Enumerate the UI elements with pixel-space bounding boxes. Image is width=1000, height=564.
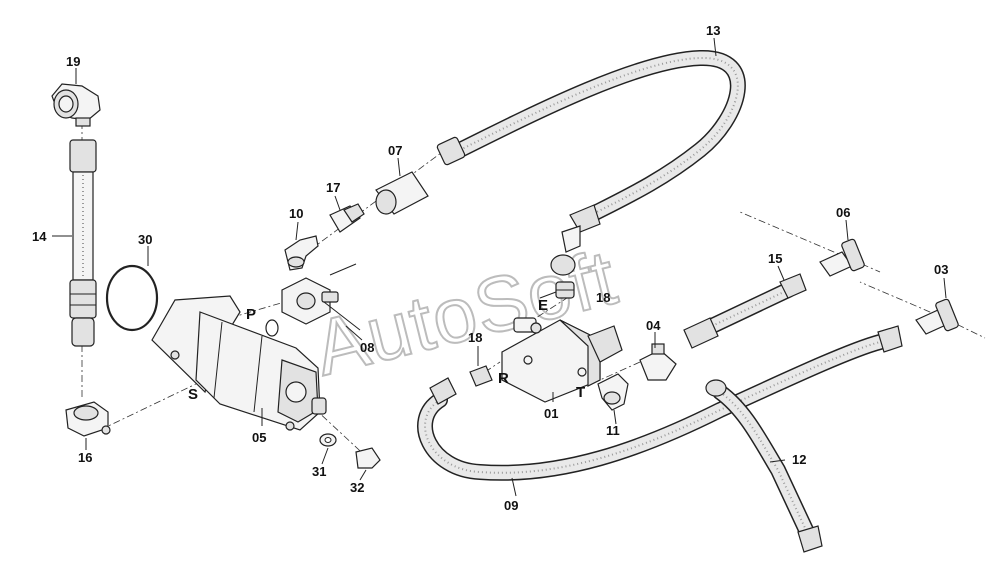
callout-09: 09: [504, 498, 518, 513]
leader-lines: [52, 37, 947, 497]
callout-18-upper: 18: [596, 290, 610, 305]
fitting-18-e: [555, 281, 575, 299]
gear-pump-05: [151, 295, 327, 431]
callout-labels: 19 14 30 16 05 10 17 07 13 08 18 18 04 1…: [32, 23, 948, 513]
callout-04: 04: [646, 318, 661, 333]
callout-14: 14: [32, 229, 47, 244]
elbow-fitting-11: [597, 373, 629, 411]
o-ring-p: [265, 319, 279, 337]
callout-07: 07: [388, 143, 402, 158]
callout-11: 11: [606, 423, 620, 438]
callout-15: 15: [768, 251, 782, 266]
callout-06: 06: [836, 205, 850, 220]
port-r-label: R: [498, 370, 509, 387]
hose-13: [436, 49, 746, 276]
adapter-17: [329, 203, 365, 233]
callout-18-left: 18: [468, 330, 482, 345]
port-e-label: E: [538, 297, 548, 314]
callout-32: 32: [350, 480, 364, 495]
hose-12: [705, 379, 823, 553]
clamp-16: [65, 401, 111, 437]
callout-01: 01: [544, 406, 558, 421]
tee-fitting-04: [639, 343, 677, 381]
hose-14: [69, 139, 97, 347]
elbow-fitting-19: [51, 83, 101, 127]
port-labels: P S E R T: [188, 297, 585, 403]
fitting-06: [819, 238, 865, 277]
callout-31: 31: [312, 464, 326, 479]
o-ring-30: [105, 264, 159, 332]
callout-13: 13: [706, 23, 720, 38]
bolt-32: [355, 447, 381, 469]
callout-19: 19: [66, 54, 80, 69]
hose-15: [683, 273, 807, 349]
callout-16: 16: [78, 450, 92, 465]
callout-03: 03: [934, 262, 948, 277]
callout-08: 08: [360, 340, 374, 355]
fitting-18-r: [469, 365, 493, 387]
elbow-fitting-10: [284, 235, 319, 271]
hose-09: [417, 325, 903, 481]
flange-08: [281, 263, 361, 331]
callout-30: 30: [138, 232, 152, 247]
callout-12: 12: [792, 452, 806, 467]
callout-10: 10: [289, 206, 303, 221]
callout-05: 05: [252, 430, 266, 445]
port-p-label: P: [246, 306, 256, 323]
filter-07: [375, 171, 429, 215]
valve-block-01: [501, 317, 623, 403]
fitting-03: [915, 298, 959, 335]
callout-17: 17: [326, 180, 340, 195]
port-t-label: T: [576, 384, 585, 401]
port-s-label: S: [188, 386, 198, 403]
